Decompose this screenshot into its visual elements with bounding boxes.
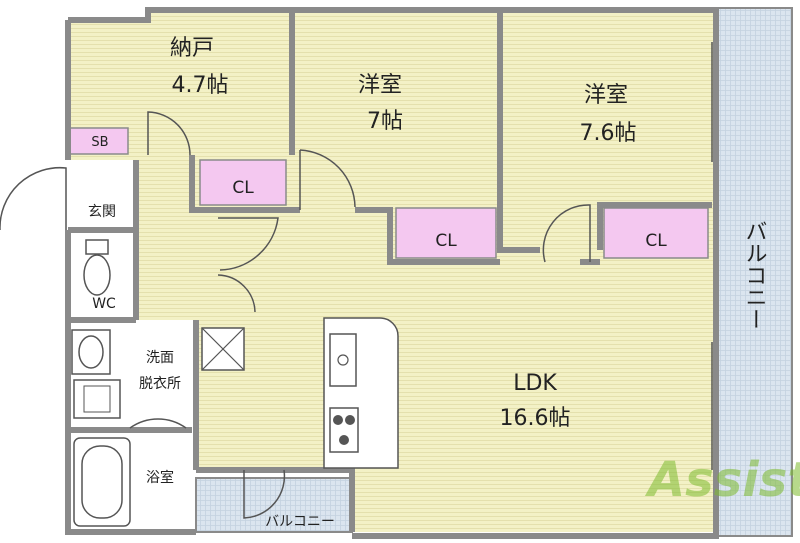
room-name-ldk: LDK: [513, 371, 557, 396]
bathroom-label: 浴室: [146, 469, 174, 486]
washroom-label-1: 洗面: [146, 350, 174, 366]
shoe-box: [67, 127, 129, 155]
room-name-western2: 洋室: [584, 83, 628, 108]
shoe-box-label: SB: [91, 135, 108, 150]
room-name-western1: 洋室: [358, 73, 402, 98]
room-size-storage: 4.7帖: [172, 73, 229, 98]
logo-text: Assist: [644, 452, 800, 508]
fixtures: [71, 239, 399, 527]
toilet-label: WC: [92, 296, 116, 312]
room-size-western2: 7.6帖: [580, 121, 637, 146]
closet-label-western1: CL: [435, 231, 457, 251]
closets: [67, 127, 709, 259]
doors: [0, 42, 713, 519]
balcony-small: [195, 477, 353, 533]
balcony-small-label: バルコニー: [265, 514, 335, 530]
room-labels: 納戸 4.7帖 洋室 7帖 洋室 7.6帖 LDK 16.6帖 CL CL CL…: [88, 36, 667, 530]
closet-label-western2: CL: [645, 231, 667, 251]
closet-storage: [199, 159, 287, 206]
washroom-label-2: 脱衣所: [139, 376, 181, 392]
room-size-western1: 7帖: [367, 109, 403, 134]
balcony-main-label: バルコニー: [742, 220, 767, 330]
room-name-storage: 納戸: [170, 36, 214, 61]
balcony-main-text: バルコニー: [742, 220, 767, 330]
room-size-ldk: 16.6帖: [500, 406, 571, 431]
closet-western1: [395, 207, 497, 259]
closet-western2: [603, 207, 709, 259]
floor-areas: [68, 8, 716, 532]
walls: [65, 7, 719, 539]
entrance-label: 玄関: [88, 203, 116, 220]
balcony-main: [715, 7, 793, 537]
closet-label-storage: CL: [232, 178, 254, 198]
assist-logo: Assist: [644, 452, 800, 508]
